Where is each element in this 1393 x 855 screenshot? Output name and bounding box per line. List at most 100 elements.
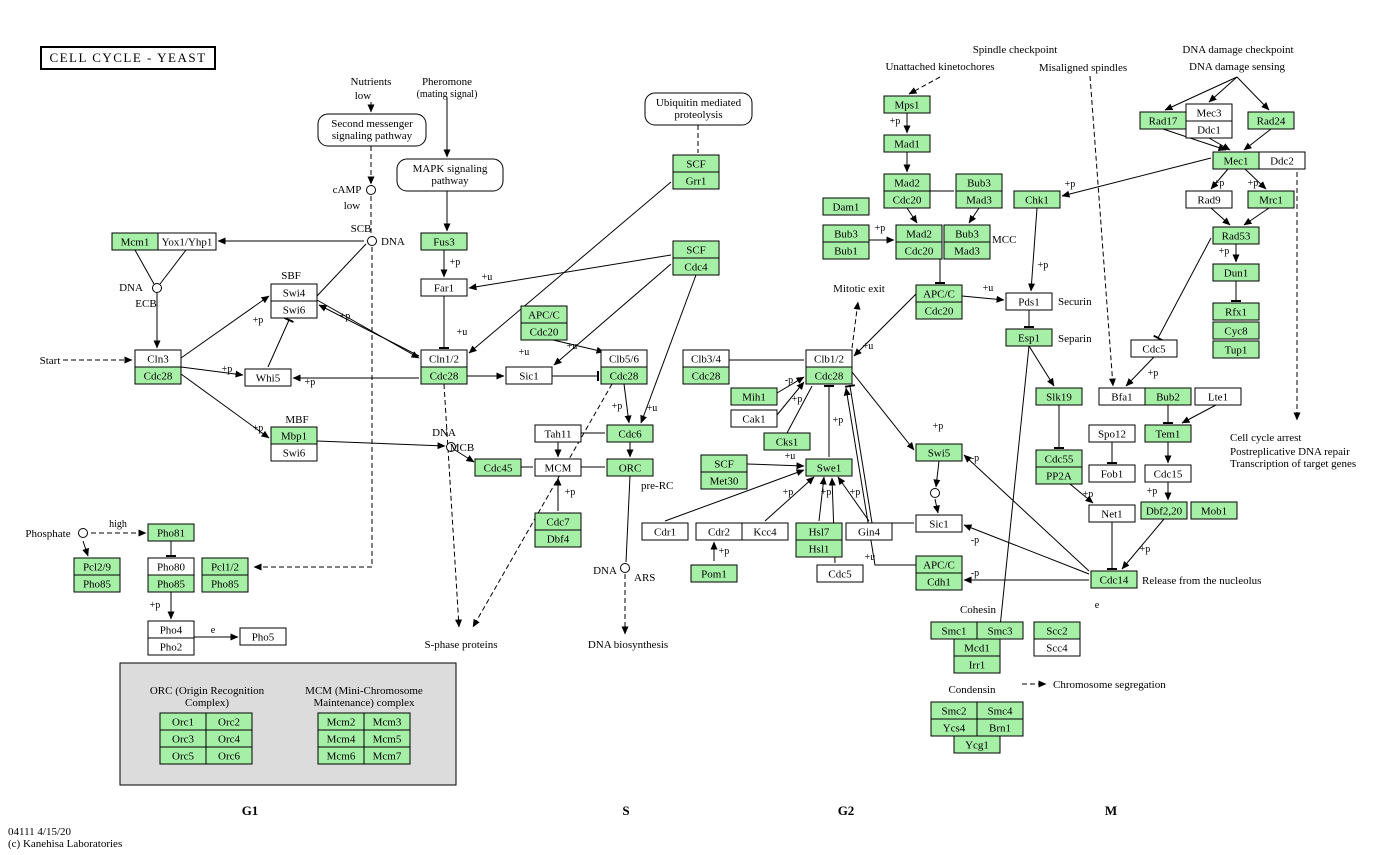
gene-cak1[interactable]: Cak1 bbox=[730, 409, 778, 428]
gene-smc4[interactable]: Smc4 bbox=[976, 701, 1024, 720]
gene-tah11[interactable]: Tah11 bbox=[534, 424, 582, 443]
gene-mcm6[interactable]: Mcm6 bbox=[317, 746, 365, 765]
gene-box[interactable] bbox=[915, 514, 963, 533]
gene-bub3[interactable]: Bub3 bbox=[943, 224, 991, 243]
gene-box[interactable] bbox=[1088, 504, 1136, 523]
gene-box[interactable] bbox=[606, 458, 654, 477]
gene-box[interactable] bbox=[147, 523, 195, 542]
gene-box[interactable] bbox=[1005, 292, 1053, 311]
gene-box[interactable] bbox=[1185, 120, 1233, 139]
gene-box[interactable] bbox=[822, 241, 870, 260]
gene-pho85[interactable]: Pho85 bbox=[201, 574, 249, 593]
gene-fus3[interactable]: Fus3 bbox=[420, 232, 468, 251]
gene-mad3[interactable]: Mad3 bbox=[955, 190, 1003, 209]
gene-swi4[interactable]: Swi4 bbox=[270, 283, 318, 302]
gene-cdc20[interactable]: Cdc20 bbox=[520, 322, 568, 341]
gene-bub2[interactable]: Bub2 bbox=[1144, 387, 1192, 406]
gene-cln3[interactable]: Cln3 bbox=[134, 349, 182, 368]
gene-box[interactable] bbox=[134, 366, 182, 385]
gene-box[interactable] bbox=[1258, 151, 1306, 170]
gene-box[interactable] bbox=[1033, 638, 1081, 657]
gene-box[interactable] bbox=[883, 190, 931, 209]
gene-pho81[interactable]: Pho81 bbox=[147, 523, 195, 542]
gene-box[interactable] bbox=[1090, 570, 1138, 589]
gene-spo12[interactable]: Spo12 bbox=[1088, 424, 1136, 443]
gene-mcm3[interactable]: Mcm3 bbox=[363, 712, 411, 731]
gene-box[interactable] bbox=[953, 735, 1001, 754]
gene-box[interactable] bbox=[157, 232, 217, 251]
pathway-link-rect[interactable] bbox=[396, 158, 504, 192]
gene-tup1[interactable]: Tup1 bbox=[1212, 340, 1260, 359]
gene-box[interactable] bbox=[1185, 190, 1233, 209]
gene-box[interactable] bbox=[1194, 387, 1242, 406]
gene-orc2[interactable]: Orc2 bbox=[205, 712, 253, 731]
gene-scc2[interactable]: Scc2 bbox=[1033, 621, 1081, 640]
gene-box[interactable] bbox=[147, 574, 195, 593]
gene-mcm4[interactable]: Mcm4 bbox=[317, 729, 365, 748]
gene-box[interactable] bbox=[1088, 464, 1136, 483]
gene-apc-c[interactable]: APC/C bbox=[915, 555, 963, 574]
gene-chk1[interactable]: Chk1 bbox=[1013, 190, 1061, 209]
gene-box[interactable] bbox=[741, 522, 789, 541]
gene-mcm2[interactable]: Mcm2 bbox=[317, 712, 365, 731]
gene-box[interactable] bbox=[534, 458, 582, 477]
gene-box[interactable] bbox=[672, 171, 720, 190]
gene-box[interactable] bbox=[700, 471, 748, 490]
gene-scf[interactable]: SCF bbox=[700, 454, 748, 473]
gene-sic1[interactable]: Sic1 bbox=[505, 366, 553, 385]
gene-net1[interactable]: Net1 bbox=[1088, 504, 1136, 523]
gene-mad1[interactable]: Mad1 bbox=[883, 134, 931, 153]
gene-pds1[interactable]: Pds1 bbox=[1005, 292, 1053, 311]
pathway-link-rect[interactable] bbox=[317, 113, 427, 147]
gene-box[interactable] bbox=[606, 424, 654, 443]
gene-cdc20[interactable]: Cdc20 bbox=[895, 241, 943, 260]
gene-box[interactable] bbox=[672, 257, 720, 276]
gene-ddc1[interactable]: Ddc1 bbox=[1185, 120, 1233, 139]
gene-mad2[interactable]: Mad2 bbox=[883, 173, 931, 192]
gene-box[interactable] bbox=[943, 241, 991, 260]
gene-box[interactable] bbox=[474, 458, 522, 477]
gene-box[interactable] bbox=[1212, 263, 1260, 282]
gene-orc5[interactable]: Orc5 bbox=[159, 746, 207, 765]
gene-box[interactable] bbox=[1247, 111, 1295, 130]
gene-box[interactable] bbox=[1144, 464, 1192, 483]
gene-box[interactable] bbox=[205, 746, 253, 765]
gene-box[interactable] bbox=[1035, 387, 1083, 406]
gene-mad3[interactable]: Mad3 bbox=[943, 241, 991, 260]
gene-cdc28[interactable]: Cdc28 bbox=[420, 366, 468, 385]
gene-cdr1[interactable]: Cdr1 bbox=[641, 522, 689, 541]
gene-apc-c[interactable]: APC/C bbox=[915, 284, 963, 303]
gene-box[interactable] bbox=[883, 134, 931, 153]
gene-cdc14[interactable]: Cdc14 bbox=[1090, 570, 1138, 589]
gene-box[interactable] bbox=[420, 366, 468, 385]
gene-pcl1-2[interactable]: Pcl1/2 bbox=[201, 557, 249, 576]
gene-box[interactable] bbox=[1035, 466, 1083, 485]
gene-cdc28[interactable]: Cdc28 bbox=[805, 366, 853, 385]
gene-swe1[interactable]: Swe1 bbox=[805, 458, 853, 477]
gene-box[interactable] bbox=[730, 387, 778, 406]
gene-box[interactable] bbox=[805, 458, 853, 477]
gene-mcm7[interactable]: Mcm7 bbox=[363, 746, 411, 765]
gene-box[interactable] bbox=[534, 424, 582, 443]
gene-orc1[interactable]: Orc1 bbox=[159, 712, 207, 731]
gene-mec3[interactable]: Mec3 bbox=[1185, 103, 1233, 122]
gene-swi5[interactable]: Swi5 bbox=[915, 443, 963, 462]
gene-box[interactable] bbox=[805, 366, 853, 385]
gene-cdc45[interactable]: Cdc45 bbox=[474, 458, 522, 477]
gene-box[interactable] bbox=[955, 190, 1003, 209]
gene-pho2[interactable]: Pho2 bbox=[147, 637, 195, 656]
gene-mcm[interactable]: MCM bbox=[534, 458, 582, 477]
gene-cdc28[interactable]: Cdc28 bbox=[600, 366, 648, 385]
gene-box[interactable] bbox=[1190, 501, 1238, 520]
gene-dun1[interactable]: Dun1 bbox=[1212, 263, 1260, 282]
gene-bub3[interactable]: Bub3 bbox=[955, 173, 1003, 192]
gene-cdc7[interactable]: Cdc7 bbox=[534, 512, 582, 531]
gene-box[interactable] bbox=[795, 539, 843, 558]
gene-ycs4[interactable]: Ycs4 bbox=[930, 718, 978, 737]
gene-box[interactable] bbox=[730, 409, 778, 428]
gene-smc3[interactable]: Smc3 bbox=[976, 621, 1024, 640]
gene-pho4[interactable]: Pho4 bbox=[147, 620, 195, 639]
gene-box[interactable] bbox=[363, 746, 411, 765]
gene-orc3[interactable]: Orc3 bbox=[159, 729, 207, 748]
